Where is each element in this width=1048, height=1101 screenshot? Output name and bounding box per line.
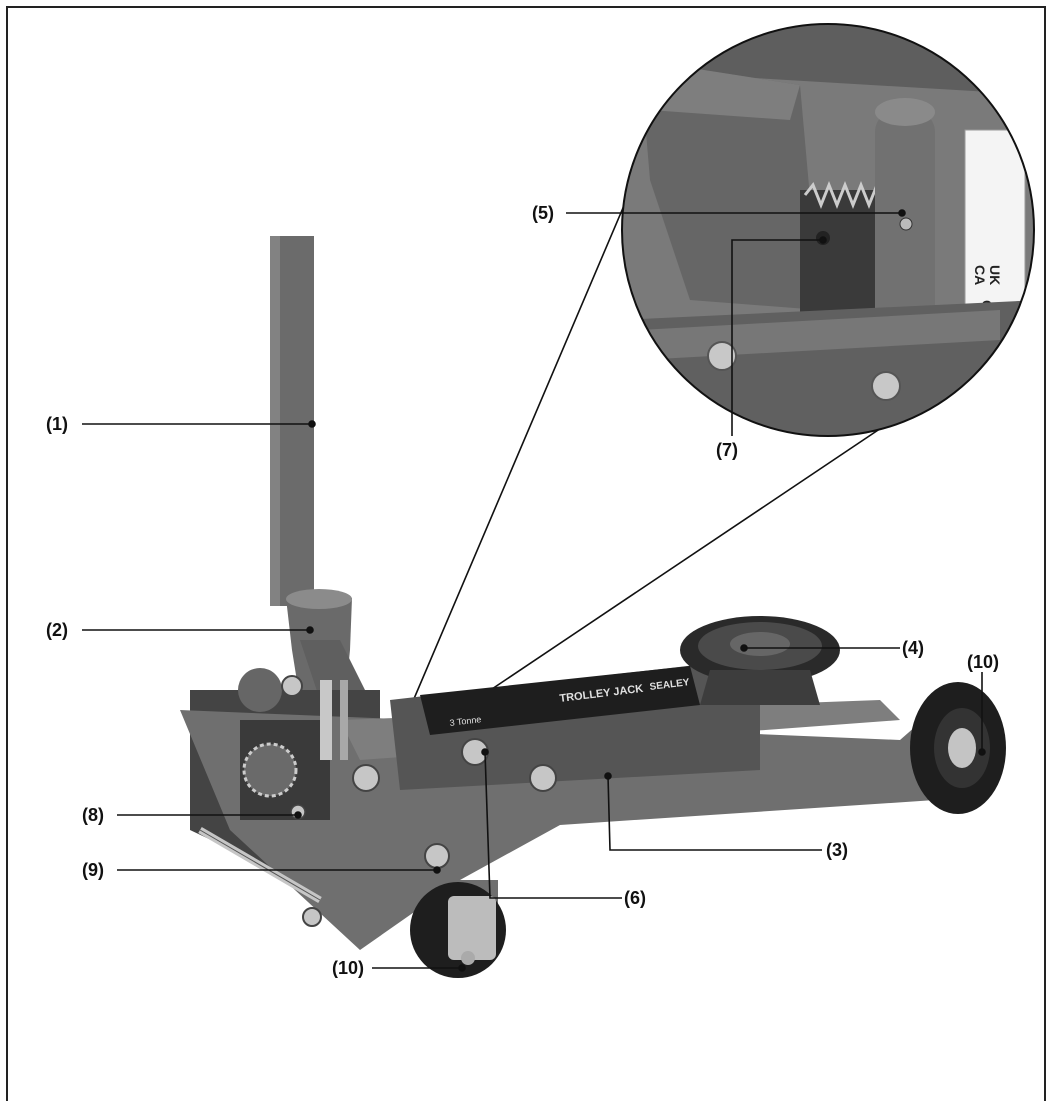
figure-frame <box>6 6 1046 1101</box>
callout-7-label: (7) <box>716 440 738 460</box>
product-label-capacity: 3 Tonne <box>449 714 482 728</box>
callout-8-label: (8) <box>82 805 104 825</box>
callout-6-label: (6) <box>624 888 646 908</box>
callout-10-front-label: (10) <box>332 958 365 978</box>
product-label-plate <box>420 666 700 735</box>
pivot-bolt <box>424 843 450 869</box>
callout-2-label: (2) <box>46 620 68 640</box>
bolt <box>529 764 557 792</box>
callout-1-label: (1) <box>46 414 68 434</box>
zoom-line-upper <box>392 167 641 749</box>
product-label-brand: SEALEY <box>649 677 690 693</box>
callout-9-label: (9) <box>82 860 104 880</box>
callout-5-label: (5) <box>532 203 554 223</box>
callout-10-rear-label: (10) <box>967 652 1000 672</box>
detail-circle-border <box>621 23 1035 437</box>
decal-uk-text: UK <box>987 265 1003 285</box>
callout-3-label: (3) <box>826 840 848 860</box>
decal-ca-text: CA <box>972 265 988 285</box>
bolt <box>352 764 380 792</box>
leader-lines <box>82 209 986 972</box>
trolley-jack: TROLLEY JACK SEALEY 3 Tonne <box>180 236 1006 978</box>
callout-4-label: (4) <box>902 638 924 658</box>
